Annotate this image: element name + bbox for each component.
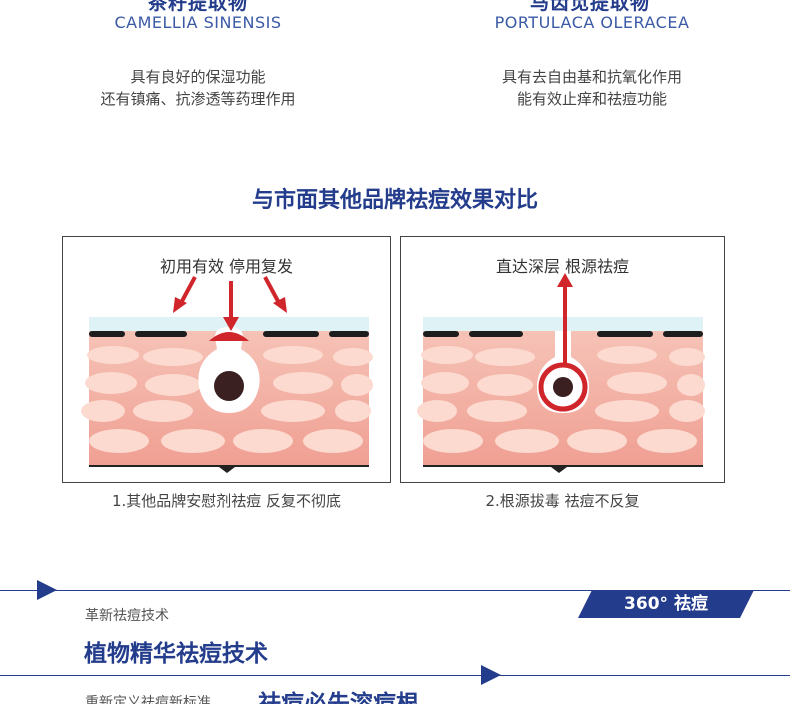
- pore-follicle: [198, 327, 260, 413]
- section-divider-1: [0, 590, 790, 591]
- surface-inflammation: [209, 332, 249, 341]
- epidermis-marks: [423, 331, 703, 337]
- skin-base-line: [423, 465, 703, 467]
- skin-cells: [81, 346, 373, 453]
- ingredient-2-latin: PORTULACA OLERACEA: [494, 13, 690, 32]
- section-marker-2: [481, 665, 501, 685]
- tech-title: 植物精华祛痘技术: [84, 641, 268, 667]
- ingredient-2-name: 马齿苋提取物: [530, 0, 651, 14]
- ingredient-2-desc: 具有去自由基和抗氧化作用 能有效止痒和祛痘功能: [470, 66, 714, 110]
- badge-text: 360° 祛痘: [624, 594, 708, 614]
- section-divider-2: [0, 675, 790, 676]
- ingredient-1-desc-line-2: 还有镇痛、抗渗透等药理作用: [100, 90, 296, 108]
- ingredient-2-desc-line-2: 能有效止痒和祛痘功能: [516, 90, 667, 108]
- badge-360-label: 360° 祛痘: [578, 590, 754, 618]
- skin-cells: [417, 346, 705, 453]
- up-arrow-head: [557, 273, 573, 287]
- tech-subtitle: 革新祛痘技术: [85, 608, 169, 624]
- pore-follicle: [537, 331, 589, 413]
- ingredient-1-name: 茶籽提取物: [148, 0, 249, 14]
- epidermis-marks: [89, 331, 369, 337]
- ingredient-1-latin: CAMELLIA SINENSIS: [114, 13, 282, 32]
- skin-base-line: [89, 465, 369, 467]
- ingredient-1-desc: 具有良好的保湿功能 还有镇痛、抗渗透等药理作用: [70, 66, 326, 110]
- panel-1-caption: 1.其他品牌安慰剂祛痘 反复不彻底: [111, 492, 342, 510]
- bottom-pointer: [219, 467, 235, 473]
- comparison-title: 与市面其他品牌祛痘效果对比: [251, 188, 538, 213]
- acne-root: [214, 371, 244, 401]
- panel-2-caption: 2.根源拔毒 祛痘不反复: [485, 492, 640, 510]
- standard-title: 祛痘必先溶痘根: [258, 691, 419, 704]
- comparison-panel-1: 初用有效 停用复发: [62, 236, 391, 483]
- ingredient-1-desc-line-1: 具有良好的保湿功能: [130, 68, 266, 86]
- comparison-panel-2: 直达深层 根源祛痘: [400, 236, 725, 483]
- skin-diagram-1: [81, 276, 373, 473]
- badge-360: [578, 590, 754, 618]
- skin-diagram-2: [417, 273, 705, 473]
- panel-1-label: 初用有效 停用复发: [159, 257, 294, 276]
- standard-subtitle: 重新定义祛痘新标准: [85, 695, 211, 704]
- surface-arrows: [173, 276, 287, 331]
- ingredient-2-desc-line-1: 具有去自由基和抗氧化作用: [501, 68, 682, 86]
- section-marker-1: [37, 580, 57, 600]
- panel-2-label: 直达深层 根源祛痘: [495, 257, 630, 276]
- acne-root: [553, 377, 573, 397]
- bottom-pointer: [551, 467, 567, 473]
